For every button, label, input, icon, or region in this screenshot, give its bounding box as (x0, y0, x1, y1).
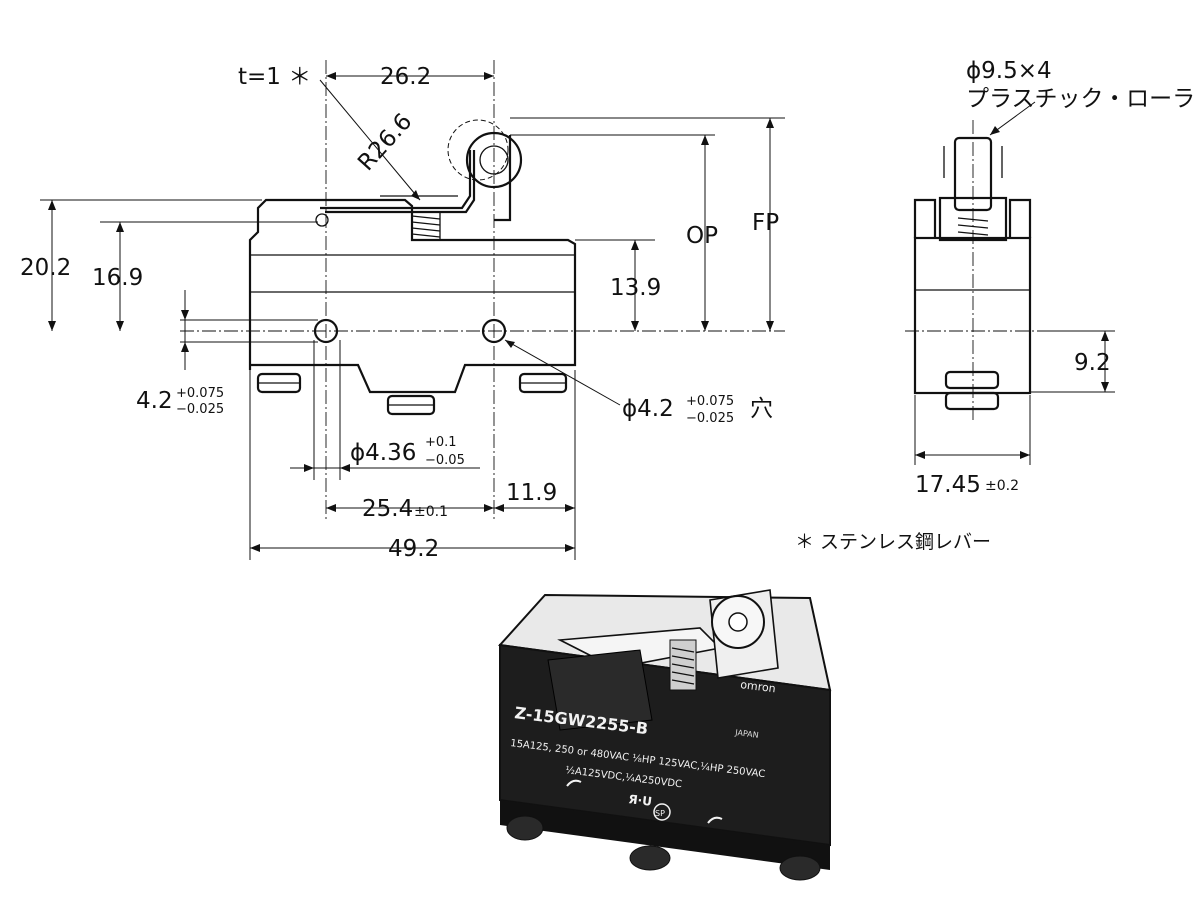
product-screw-mark-left (566, 779, 582, 787)
product-base (500, 800, 830, 870)
leader-hole-right (504, 339, 621, 406)
lever-pivot (315, 213, 329, 227)
product-terminal-3 (779, 855, 821, 881)
product-ul-mark: Я⋅U (628, 792, 653, 809)
product-sp-mark: SP (655, 809, 665, 818)
side-body-outline (913, 236, 1032, 395)
label-11-9: 11.9 (506, 480, 557, 506)
product-terminal-2 (629, 845, 671, 871)
product-front-recess (547, 649, 653, 731)
label-hole-small-tol-minus: −0.05 (425, 453, 465, 468)
label-hole-right: ϕ4.2 (622, 396, 674, 422)
label-13-9: 13.9 (610, 275, 661, 301)
side-bracket (913, 198, 1032, 238)
product-origin: JAPAN (734, 728, 759, 740)
label-25-4-tol: ±0.1 (414, 504, 448, 520)
label-25-4: 25.4 (362, 496, 413, 522)
label-hole-right-tol-minus: −0.025 (686, 411, 734, 426)
footnote-stainless-lever: ＊ ステンレス鋼レバー (795, 531, 991, 553)
product-screw-mark-right (707, 816, 723, 824)
leader-26-6 (319, 79, 421, 201)
label-4-2: 4.2 (136, 388, 173, 414)
side-view: ϕ9.5×4 プラスチック・ローラ 9.2 17.45 ±0.2 (905, 58, 1195, 498)
label-4-2-tol-minus: −0.025 (176, 402, 224, 417)
label-hole-right-suffix: 穴 (750, 396, 773, 422)
product-spring-coils (671, 647, 695, 685)
side-terminal-top (944, 370, 1000, 390)
label-49-2: 49.2 (388, 536, 439, 562)
product-brand: omron (740, 678, 777, 695)
product-illustration: Z-15GW2255-B omron JAPAN 15A125, 250 or … (497, 589, 832, 881)
label-9-2: 9.2 (1074, 350, 1111, 376)
switch-body-outline (248, 198, 577, 394)
label-r26-6: R26.6 (353, 109, 417, 176)
label-17-45: 17.45 (915, 472, 981, 498)
terminal-center (386, 394, 436, 416)
lever (320, 150, 476, 214)
label-17-45-tol: ±0.2 (985, 478, 1019, 494)
label-hole-small: ϕ4.36 (350, 440, 416, 466)
label-20-2: 20.2 (20, 255, 71, 281)
label-16-9: 16.9 (92, 265, 143, 291)
label-26-2: 26.2 (380, 64, 431, 90)
label-hole-right-tol-plus: +0.075 (686, 394, 734, 409)
side-terminal-bottom (944, 391, 1000, 411)
roller-op-position (447, 119, 509, 181)
label-roller-material: プラスチック・ローラ (966, 86, 1195, 112)
roller-bracket (494, 135, 512, 222)
label-roller-spec: ϕ9.5×4 (966, 58, 1052, 84)
label-fp: FP (752, 210, 779, 236)
side-arrowheads (915, 126, 1109, 459)
arrowheads (48, 72, 774, 552)
plunger-spring (411, 211, 441, 241)
label-4-2-tol-plus: +0.075 (176, 386, 224, 401)
label-hole-small-tol-plus: +0.1 (425, 435, 457, 450)
product-terminal-1 (506, 815, 544, 841)
product-roller-hub (728, 612, 748, 632)
terminal-left (256, 372, 302, 394)
label-op: OP (686, 223, 718, 249)
label-lever-thickness: t=1 ＊ (238, 64, 311, 90)
front-view: t=1 ＊ 26.2 R26.6 20.2 16.9 13.9 OP FP 4.… (20, 60, 785, 562)
product-sp-circle (653, 803, 671, 821)
side-roller-axle (943, 146, 1003, 178)
terminal-right (518, 372, 568, 394)
